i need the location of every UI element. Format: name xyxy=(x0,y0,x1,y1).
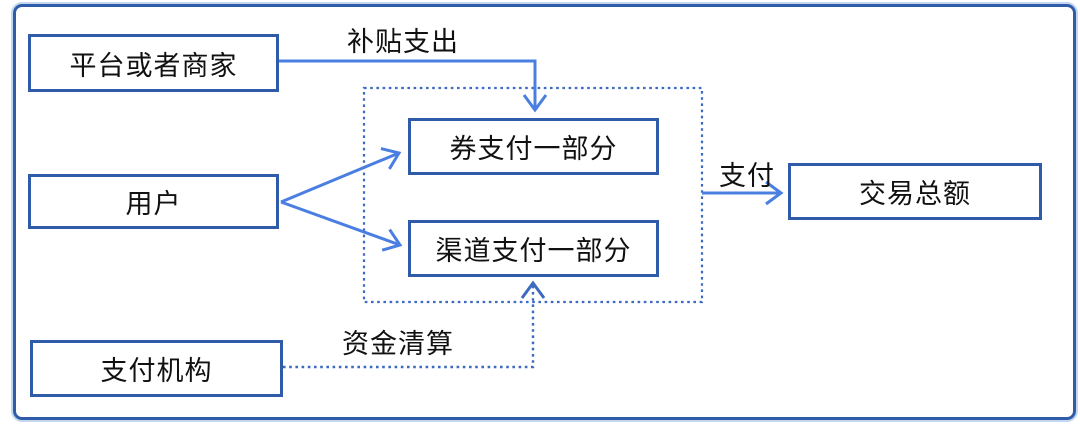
node-user: 用户 xyxy=(28,174,279,229)
node-total-label: 交易总额 xyxy=(859,179,971,209)
node-platform-label: 平台或者商家 xyxy=(69,50,238,81)
node-transaction-total: 交易总额 xyxy=(788,163,1042,220)
node-user-label: 用户 xyxy=(125,189,182,219)
node-channel-label: 渠道支付一部分 xyxy=(435,236,632,266)
edge-label-pay: 支付 xyxy=(719,161,775,191)
edge-label-subsidy-expense: 补贴支出 xyxy=(347,27,459,57)
node-payment-institution: 支付机构 xyxy=(30,340,283,397)
node-platform-or-merchant: 平台或者商家 xyxy=(28,34,279,92)
node-channel-payment-part: 渠道支付一部分 xyxy=(408,220,659,277)
outer-frame xyxy=(13,4,1076,420)
edge-label-fund-settlement: 资金清算 xyxy=(342,329,454,359)
node-voucher-payment-part: 券支付一部分 xyxy=(408,118,659,175)
node-payer-label: 支付机构 xyxy=(100,356,213,386)
node-voucher-label: 券支付一部分 xyxy=(449,134,618,164)
